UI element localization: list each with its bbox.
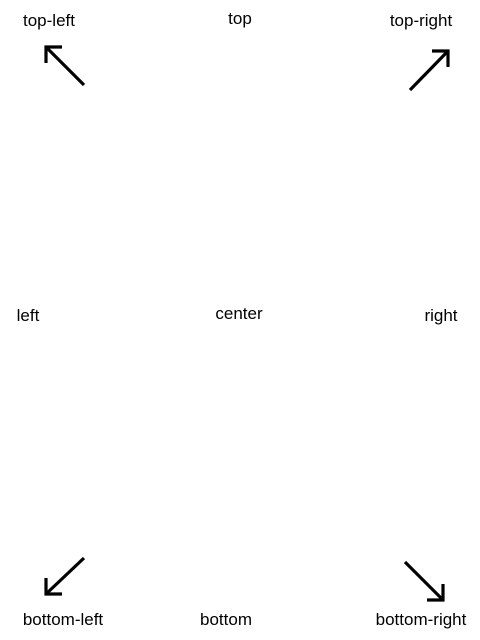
arrow-up-left-icon [44,45,86,87]
label-top-left: top-left [23,11,75,30]
label-top-right: top-right [389,11,453,30]
label-bottom-left: bottom-left [22,610,104,629]
label-left: left [16,306,40,325]
label-center: center [215,304,263,323]
label-top: top [228,9,252,28]
label-right: right [424,306,458,325]
label-bottom: bottom [200,610,252,629]
arrow-down-right-icon [403,560,445,602]
arrow-up-right-icon [408,49,450,92]
arrow-down-left-icon [44,556,86,596]
label-bottom-right: bottom-right [375,610,467,629]
